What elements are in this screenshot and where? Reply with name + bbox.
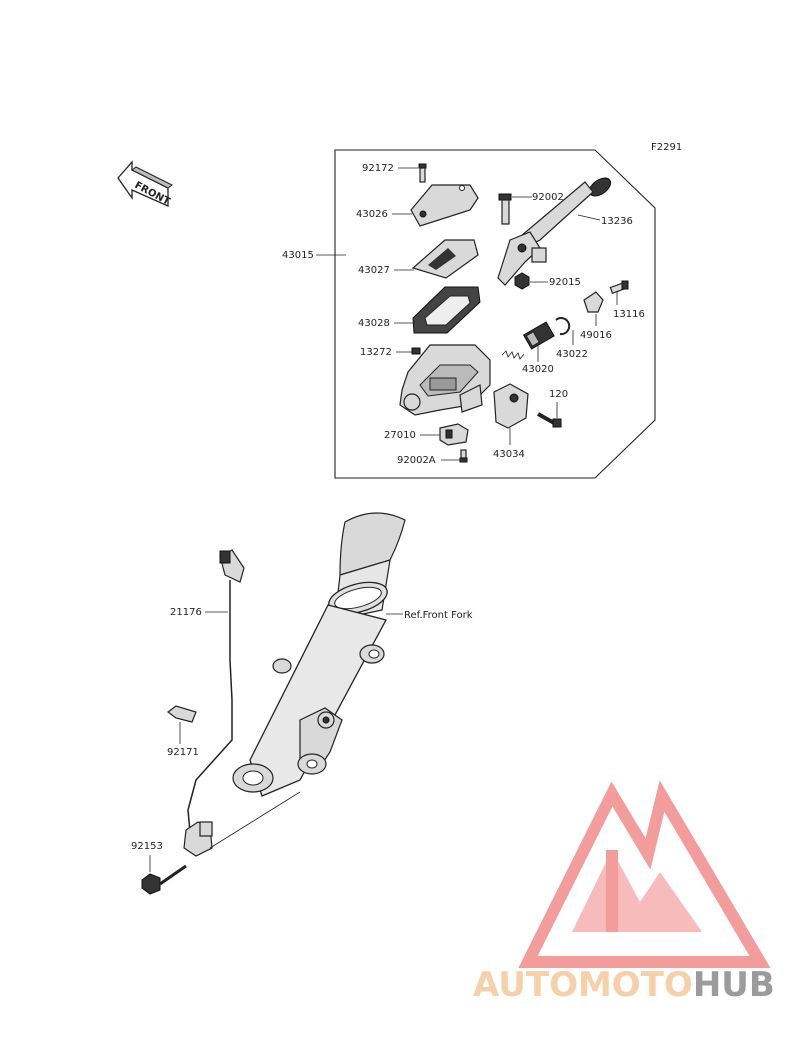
nut-92015 xyxy=(514,272,530,290)
label-92172: 92172 xyxy=(362,163,394,174)
screw-92002 xyxy=(498,193,512,225)
assembly-boundary xyxy=(334,149,656,479)
label-27010: 27010 xyxy=(384,430,416,441)
bleeder-13272 xyxy=(411,347,421,355)
plate-43027 xyxy=(411,239,479,279)
watermark-text: AUTOMOTOHUB xyxy=(473,965,775,1005)
label-13236: 13236 xyxy=(601,216,633,227)
piston-43020 xyxy=(501,321,555,360)
pin-13116 xyxy=(609,280,629,294)
reservoir-cap-43026 xyxy=(410,184,479,227)
diaphragm-43028 xyxy=(412,286,481,334)
label-ref-front-fork: Ref.Front Fork xyxy=(404,610,473,621)
front-fork xyxy=(232,512,406,797)
label-92002A: 92002A xyxy=(397,455,436,466)
label-43028: 43028 xyxy=(358,318,390,329)
label-92171: 92171 xyxy=(167,747,199,758)
clamp-92171 xyxy=(167,705,197,723)
bolt-120 xyxy=(537,412,562,428)
front-arrow-icon: FRONT xyxy=(117,160,173,208)
switch-27010 xyxy=(439,423,469,446)
watermark-hub: HUB xyxy=(693,965,775,1005)
label-43015: 43015 xyxy=(282,250,314,261)
label-43027: 43027 xyxy=(358,265,390,276)
boot-49016 xyxy=(583,291,604,313)
label-92015: 92015 xyxy=(549,277,581,288)
label-13116: 13116 xyxy=(613,309,645,320)
sensor-cable-21176 xyxy=(183,549,245,857)
screw-92002A xyxy=(459,449,468,463)
label-13272: 13272 xyxy=(360,347,392,358)
label-120: 120 xyxy=(549,389,568,400)
label-43034: 43034 xyxy=(493,449,525,460)
label-92002: 92002 xyxy=(532,192,564,203)
label-92153: 92153 xyxy=(131,841,163,852)
automotohub-logo: AUTOMOTOHUB xyxy=(473,780,775,1005)
label-43022: 43022 xyxy=(556,349,588,360)
master-cylinder-body xyxy=(399,344,491,416)
screw-92172 xyxy=(418,163,427,183)
bolt-92153 xyxy=(141,864,187,895)
clip-43022 xyxy=(555,317,571,336)
label-43026: 43026 xyxy=(356,209,388,220)
lever-13236 xyxy=(497,177,612,286)
label-21176: 21176 xyxy=(170,607,202,618)
label-49016: 49016 xyxy=(580,330,612,341)
clamp-43034 xyxy=(493,383,529,429)
watermark-auto: AUTOMOTO xyxy=(473,965,693,1005)
figure-code: F2291 xyxy=(651,142,682,153)
label-43020: 43020 xyxy=(522,364,554,375)
